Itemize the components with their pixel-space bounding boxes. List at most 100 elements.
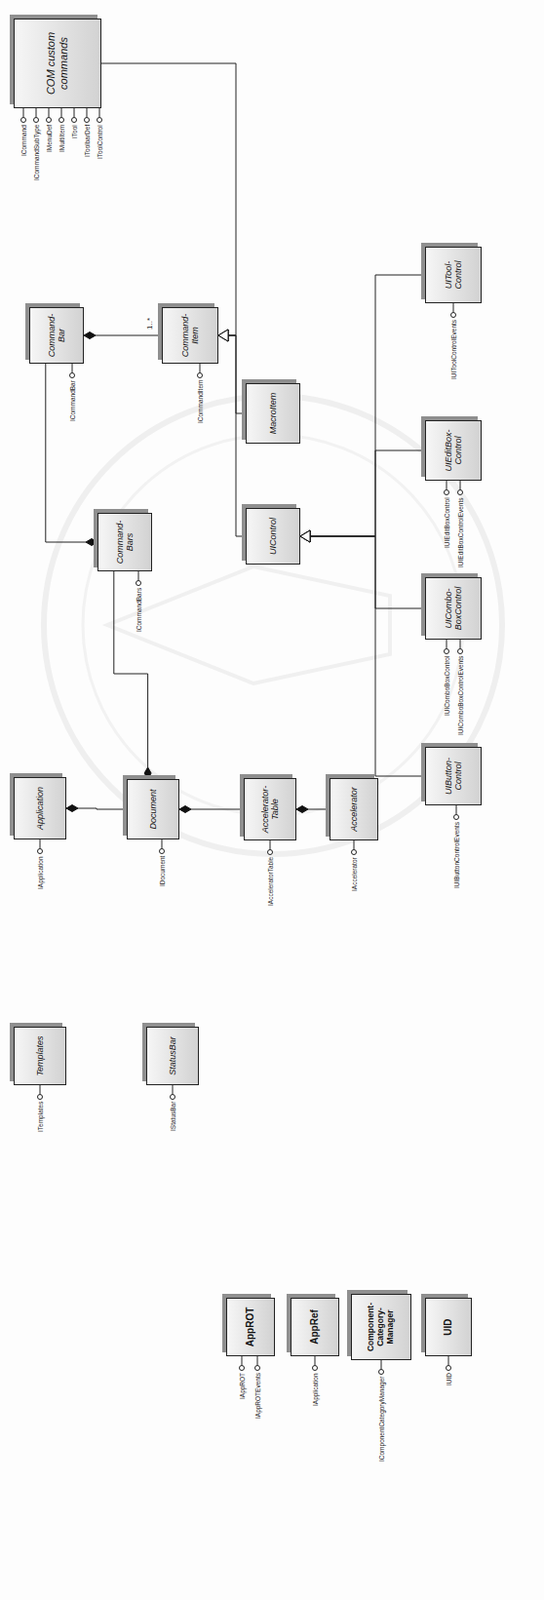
interface-name: IToolbarDef (83, 124, 91, 157)
interface-name: IToolControl (96, 124, 104, 159)
connector-line (45, 363, 86, 543)
interface-name: ICommandItem (196, 380, 204, 424)
interface-name: IUIToolControlEvents (450, 319, 458, 380)
composition-diamond (144, 767, 152, 779)
interface-name: IDocument (158, 855, 166, 887)
class-box: Application (13, 777, 67, 840)
composition-diamond (83, 332, 96, 340)
lollipop-stick (257, 1356, 259, 1366)
interface-name: ICommandSubType (33, 124, 40, 181)
connector-line (95, 335, 162, 337)
class-name: Accelerator (349, 782, 359, 836)
connector-line (310, 450, 426, 537)
multiplicity-label: 1..* (146, 316, 156, 331)
lollipop-circle (70, 373, 76, 379)
lollipop-circle (136, 581, 142, 586)
lollipop-circle (72, 117, 78, 123)
inheritance-triangle (218, 329, 229, 342)
class-name: UIButton- Control (443, 751, 465, 801)
coclass-box: UID (425, 1297, 472, 1357)
lollipop-circle (444, 649, 450, 655)
coclass-box: Component- Category- Manager (350, 1293, 412, 1360)
lollipop-stick (39, 1085, 41, 1095)
lollipop-stick (448, 1356, 450, 1366)
interface-name: IUIComboBoxControl (443, 656, 451, 716)
lollipop-circle (97, 117, 103, 123)
interface-name: ICommand (20, 124, 28, 156)
inheritance-triangle (218, 329, 229, 342)
lollipop-stick (61, 108, 63, 118)
lollipop-stick (39, 839, 41, 850)
abstract-class-box: Command- Item (161, 307, 219, 364)
lollipop-stick (314, 1356, 316, 1366)
generalization-connector (300, 530, 426, 609)
class-box: UITool- Control (425, 246, 482, 304)
lollipop-circle (451, 312, 457, 318)
lollipop-stick (99, 108, 101, 118)
composition-connector (179, 806, 244, 814)
interface-name: IMultiItem (58, 124, 66, 153)
connector-line (228, 335, 246, 537)
interface-name: IUIEditBoxControl (443, 497, 451, 548)
lollipop-stick (72, 363, 74, 374)
coclass-box: AppROT (226, 1297, 275, 1357)
generalization-connector (218, 329, 246, 537)
lollipop-circle (458, 649, 464, 655)
inheritance-triangle (218, 329, 229, 342)
class-name: COM custom commands (44, 23, 70, 104)
connector-line (310, 274, 426, 537)
class-name: Accelerator- Table (260, 782, 281, 836)
lollipop-stick (74, 108, 76, 118)
composition-connector (66, 805, 127, 813)
class-name: Command- Bar (46, 311, 68, 359)
class-name: Command- Bars (115, 517, 136, 567)
connector-line (310, 536, 426, 609)
lollipop-stick (460, 639, 462, 650)
class-box: Templates (13, 1026, 67, 1086)
lollipop-stick (453, 303, 455, 313)
composition-diamond (66, 805, 78, 813)
class-box: Command- Bar (29, 307, 84, 364)
composition-diamond (179, 806, 192, 814)
lollipop-circle (59, 117, 65, 123)
interface-name: IAppROT (238, 1372, 246, 1399)
connector-line (77, 808, 127, 810)
class-name: Command- Item (180, 311, 201, 359)
class-name: Document (148, 783, 158, 835)
lollipop-stick (199, 363, 201, 374)
lollipop-circle (38, 1094, 43, 1100)
class-name: UITool- Control (443, 251, 465, 299)
class-box: Accelerator (329, 777, 379, 841)
lollipop-circle (38, 849, 43, 855)
lollipop-circle (458, 490, 464, 496)
class-name: AppROT (244, 1302, 257, 1352)
class-name: Application (35, 781, 45, 835)
interface-name: ICommandBar (69, 380, 77, 422)
inheritance-triangle (300, 530, 311, 543)
lollipop-stick (36, 108, 38, 118)
lollipop-circle (454, 815, 460, 820)
class-box: MacroItem (245, 383, 301, 444)
generalization-connector (300, 450, 426, 543)
lollipop-circle (268, 850, 273, 855)
class-name: MacroItem (268, 388, 278, 439)
class-name: UIEditBox- Control (443, 425, 465, 476)
lollipop-stick (353, 840, 355, 851)
lollipop-circle (351, 850, 357, 855)
lollipop-stick (446, 639, 448, 650)
interface-name: ICommandBars (135, 587, 143, 632)
connector-line (310, 536, 426, 777)
watermark-emblem (107, 566, 390, 684)
class-box: UIEditBox- Control (425, 420, 482, 481)
lollipop-circle (46, 117, 52, 123)
custom-commands-box: COM custom commands (13, 18, 102, 109)
connector-line (101, 63, 236, 336)
watermark-ring (82, 434, 464, 816)
interface-lollipops (21, 108, 464, 1375)
lollipop-circle (34, 117, 39, 123)
lollipop-stick (241, 1356, 243, 1366)
interface-name: IApplication (37, 855, 44, 890)
composition-connector (45, 363, 98, 546)
interface-name: ITool (71, 124, 78, 139)
